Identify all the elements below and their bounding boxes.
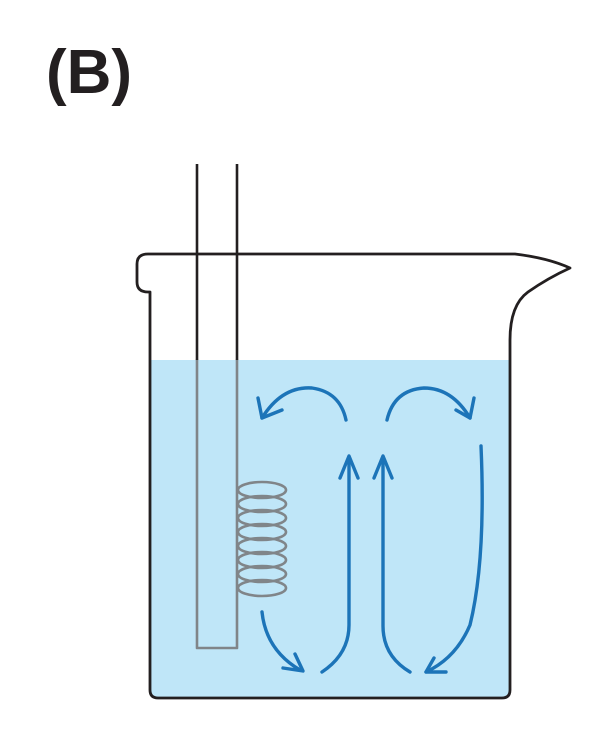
heater-rod: [195, 164, 239, 360]
coil-heater-icon: [195, 358, 288, 650]
arrow-top-left: [260, 386, 348, 422]
arrow-loop-left: [260, 610, 302, 672]
heater-coil: [236, 480, 288, 598]
panel-label: (B): [46, 38, 133, 107]
arrow-right-down: [424, 444, 484, 674]
arrow-top-right: [385, 386, 472, 422]
beaker-icon: [135, 252, 572, 700]
water: [140, 360, 520, 698]
arrow-loop-right: [381, 456, 412, 674]
convection-arrow-icon: [256, 386, 484, 674]
